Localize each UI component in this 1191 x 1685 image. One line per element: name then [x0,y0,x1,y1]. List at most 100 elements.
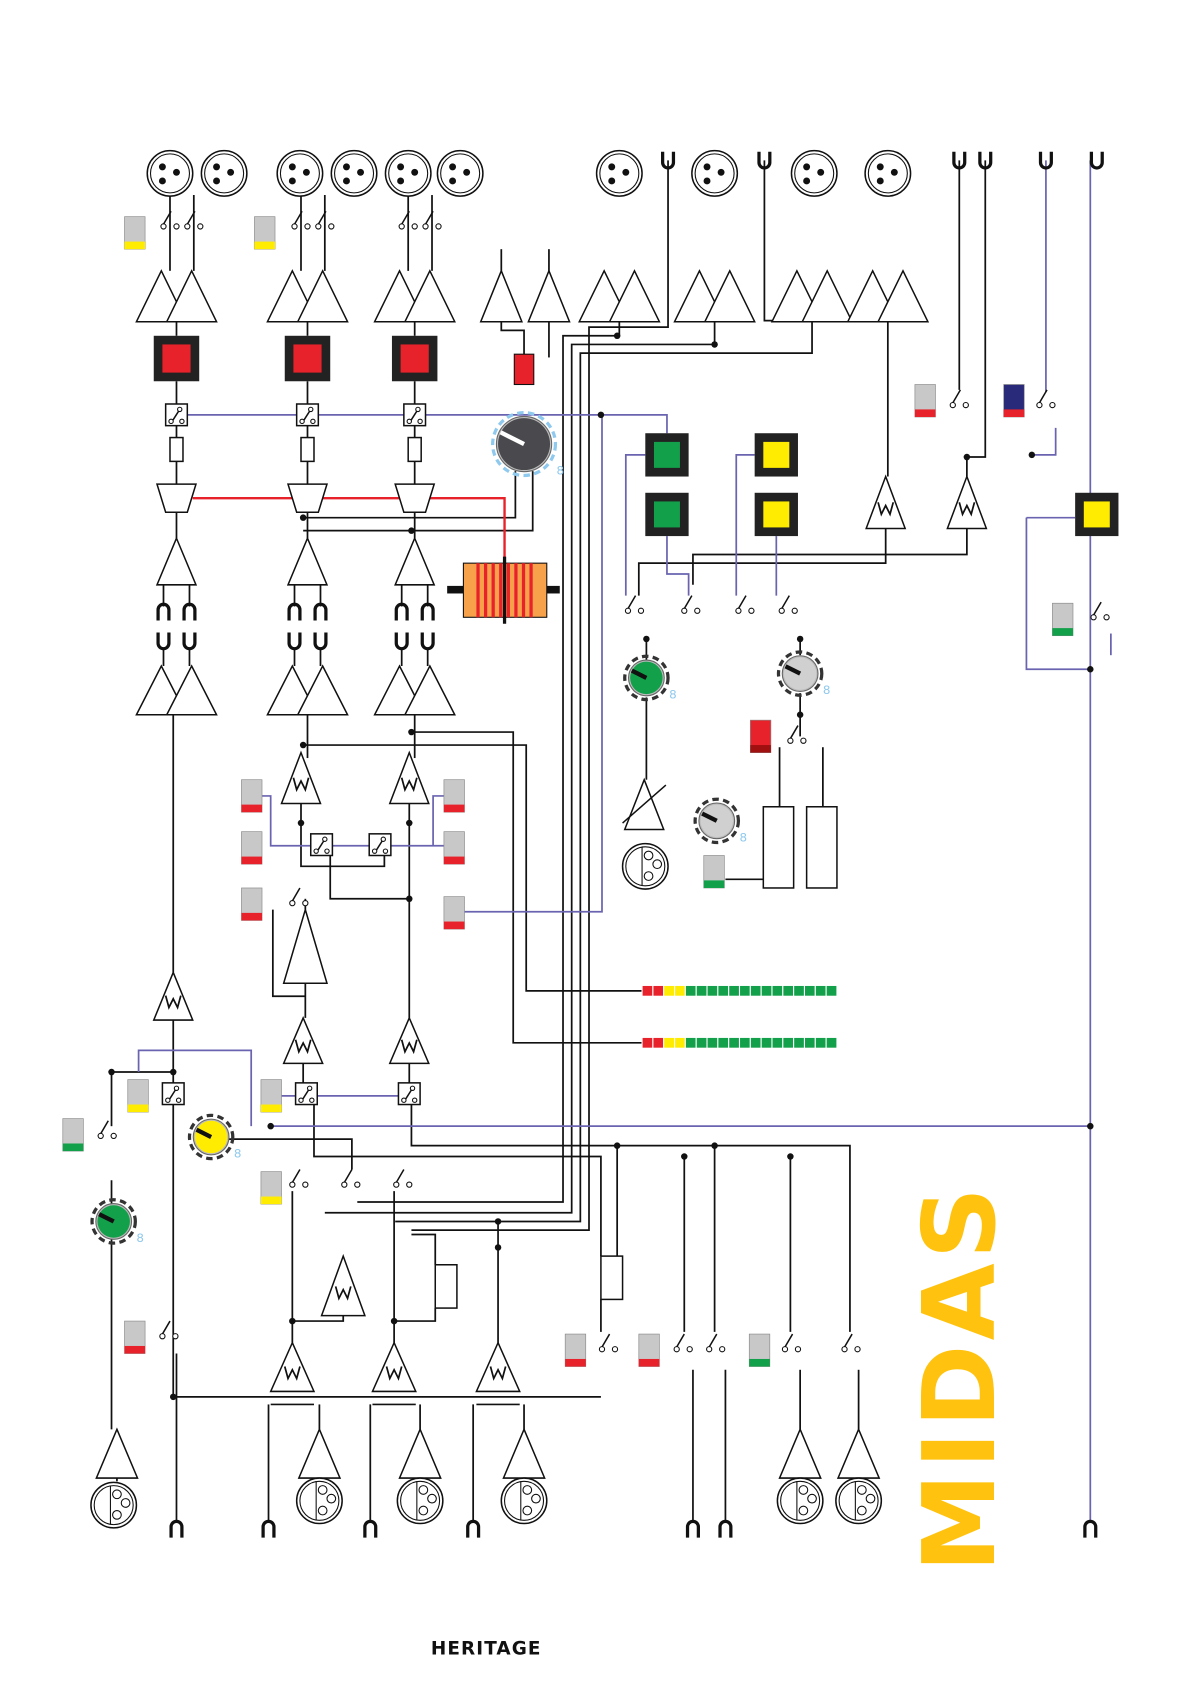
switch-contact [372,849,376,853]
button-indicator [241,857,262,865]
button-indicator [750,745,771,753]
switch-button[interactable] [749,1334,770,1366]
switch-button[interactable] [241,832,262,864]
switch-button[interactable] [125,1321,146,1353]
switch-contact-icon[interactable] [842,1334,860,1352]
switch-button[interactable] [1052,603,1073,635]
switch-button[interactable] [704,855,725,887]
switch-contact-icon[interactable] [160,1321,178,1339]
switch-contact-icon[interactable] [1091,602,1109,620]
switch-contact [111,1133,116,1138]
rotary-knob[interactable]: 8 [493,413,564,478]
junction-dot [300,742,306,748]
switch-contact-icon[interactable] [290,888,308,906]
jack-socket-icon [171,1521,182,1537]
switch-contact-icon[interactable] [290,1169,308,1187]
rotary-knob[interactable]: 8 [92,1200,144,1245]
xlr-socket [318,1506,327,1515]
fader[interactable] [447,557,560,624]
switch-contact-icon[interactable] [950,390,968,408]
amplifier-icon [528,271,569,322]
xlr-outer [437,151,482,196]
switch-button[interactable] [915,385,936,417]
switch-button[interactable] [63,1119,84,1151]
switch-button[interactable] [241,888,262,920]
switch-button[interactable] [565,1334,586,1366]
switch-contact-icon[interactable] [1037,390,1055,408]
switch-contact-icon[interactable] [674,1334,692,1352]
wire [292,1316,343,1321]
switch-contact-icon[interactable] [342,1169,360,1187]
rotary-knob[interactable]: 8 [189,1115,241,1160]
xlr-pin [397,177,404,184]
switch-button[interactable] [261,1172,282,1204]
routing-switch[interactable] [311,834,333,856]
key-yellow[interactable] [1075,493,1118,536]
switch-contact [173,1334,178,1339]
junction-dot [1087,1123,1093,1129]
switch-button[interactable] [639,1334,660,1366]
routing-switch[interactable] [296,1083,318,1105]
meter-segment [718,1037,729,1048]
switch-button[interactable] [125,217,146,249]
switch-button[interactable] [750,720,771,752]
xlr-connector-icon [437,151,482,196]
routing-switch[interactable] [297,404,319,426]
switch-blade [396,1169,404,1182]
channel-key-red[interactable] [392,336,437,381]
switch-contact [402,1098,406,1102]
switch-button[interactable] [261,1080,282,1112]
switch-button[interactable] [128,1080,149,1112]
routing-switch[interactable] [166,404,188,426]
amplifier-icon [271,1343,314,1392]
switch-button[interactable] [444,832,465,864]
key-green[interactable] [645,433,688,476]
junction-dot [1087,666,1093,672]
switch-contact-icon[interactable] [782,1334,800,1352]
channel-key-red[interactable] [285,336,330,381]
switch-button[interactable] [254,217,275,249]
key-yellow[interactable] [755,433,798,476]
junction-dot [797,711,803,717]
xlr-pin [303,169,310,176]
switch-contact [174,1086,178,1090]
routing-switch[interactable] [369,834,391,856]
xlr-outer [791,151,836,196]
rotary-knob[interactable]: 8 [625,656,677,701]
switch-button[interactable] [1004,385,1025,417]
routing-switch[interactable] [162,1083,184,1105]
switch-blade [782,596,790,609]
switch-contact-icon[interactable] [736,596,754,614]
wire [411,1105,850,1332]
switch-contact-icon[interactable] [707,1334,725,1352]
switch-contact-icon[interactable] [779,596,797,614]
switch-button[interactable] [241,780,262,812]
switch-contact [310,1098,314,1102]
key-yellow[interactable] [755,493,798,536]
meter-segment [761,985,772,996]
routing-switch[interactable] [398,1083,420,1105]
switch-contact-icon[interactable] [394,1169,412,1187]
routing-switch[interactable] [404,404,426,426]
switch-contact [325,849,329,853]
fader-stripe [499,563,502,617]
switch-contact-icon[interactable] [788,726,806,744]
rotary-knob[interactable]: 8 [778,652,830,697]
xlr-connector-icon [201,151,246,196]
resistor-icon [408,438,421,462]
xlr-socket [523,1506,532,1515]
switch-contact [682,608,687,613]
bus-wire [667,536,689,596]
switch-button[interactable] [444,780,465,812]
switch-contact-icon[interactable] [599,1334,617,1352]
switch-contact-icon[interactable] [682,596,700,614]
switch-button[interactable] [444,897,465,929]
key-green[interactable] [645,493,688,536]
rotary-knob[interactable]: 8 [695,799,747,844]
xlr-socket [113,1511,122,1520]
switch-contact-icon[interactable] [625,596,643,614]
junction-dot [391,1318,397,1324]
switch-contact-icon[interactable] [98,1121,116,1139]
channel-key-red[interactable] [154,336,199,381]
meter-segment [664,985,675,996]
